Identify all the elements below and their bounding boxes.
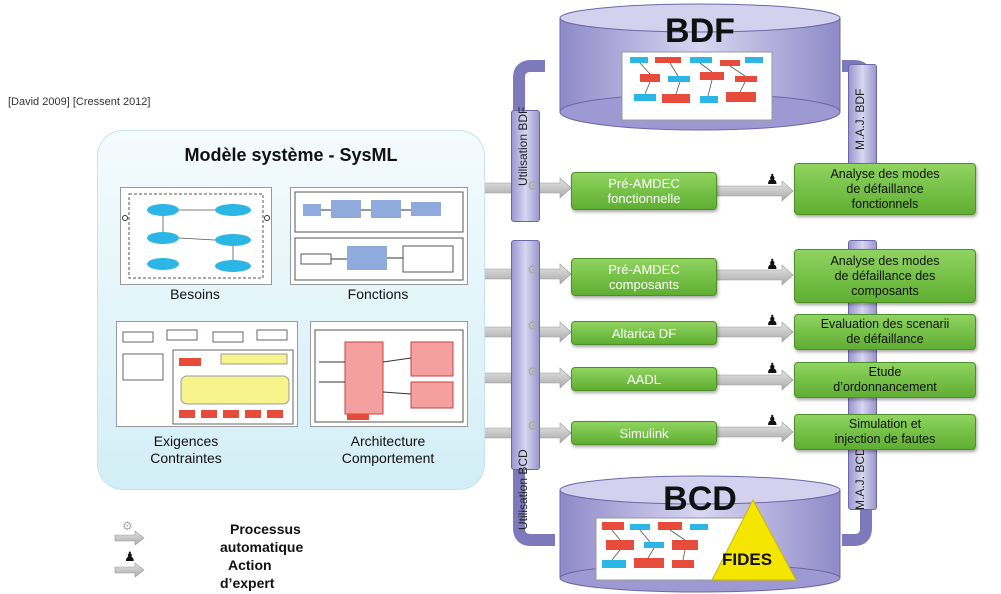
- use-bcd-label: Utilisation BCD: [516, 449, 530, 530]
- analysis-label: Analyse des modes: [830, 253, 940, 268]
- gear-icon: ⚙: [527, 418, 539, 433]
- arrow-use-bcd-curve: [513, 470, 555, 546]
- maj-bcd-label: M.A.J. BCD: [853, 447, 867, 510]
- analysis-label: injection de fautes: [834, 432, 936, 446]
- besoins-diagram: [120, 187, 272, 285]
- bdf-title: BDF: [665, 12, 735, 50]
- expert-icon: ♟: [766, 256, 779, 272]
- analysis-label: de défaillance: [846, 181, 924, 196]
- gear-icon: ⚙: [527, 178, 539, 193]
- tool-label: Pré-AMDEC: [608, 176, 680, 191]
- analysis-label: Evaluation des scenarii: [820, 317, 950, 331]
- exigences-caption: Exigences Contraintes: [116, 433, 256, 467]
- architecture-caption-line2: Comportement: [341, 450, 435, 466]
- besoins-caption: Besoins: [170, 286, 220, 302]
- legend-expert-line2: d’expert: [220, 575, 275, 591]
- analysis-label: Analyse des modes: [830, 166, 940, 181]
- tool-label: Pré-AMDEC: [608, 262, 680, 277]
- fides-label: FIDES: [722, 550, 773, 569]
- gear-icon: ⚙: [527, 262, 539, 277]
- gear-icon: ⚙: [527, 318, 539, 333]
- legend-expert-icon: ♟: [124, 549, 136, 564]
- analysis-label: de défaillance des: [834, 268, 936, 283]
- maj-bdf-bar: [848, 64, 877, 166]
- tool-simulink: Simulink: [571, 421, 717, 445]
- expert-icon: ♟: [766, 360, 779, 376]
- analysis-label: fonctionnels: [851, 196, 919, 211]
- legend-expert-line1: Action: [228, 557, 272, 573]
- use-bdf-label: Utilisation BDF: [516, 106, 530, 186]
- fonctions-diagram: [290, 187, 468, 285]
- arrow-use-bdf-curve: [513, 60, 545, 190]
- use-bcd-bar: [511, 240, 540, 470]
- legend-auto-line2: automatique: [220, 539, 304, 555]
- maj-bdf-label: M.A.J. BDF: [853, 88, 867, 150]
- use-bdf-bar: [511, 110, 540, 222]
- expert-icon: ♟: [766, 312, 779, 328]
- tool-altarica-df: Altarica DF: [571, 321, 717, 345]
- legend-arrows: [114, 530, 145, 578]
- legend-gear-icon: ⚙: [122, 519, 133, 533]
- architecture-caption-line1: Architecture: [350, 433, 426, 449]
- analysis-label: Simulation et: [848, 417, 922, 431]
- analysis-label: Etude: [868, 365, 902, 379]
- analysis-label: composants: [851, 283, 919, 298]
- tool-label: Simulink: [619, 425, 669, 441]
- sysml-title: Modèle système - SysML: [184, 145, 398, 165]
- expert-icon: ♟: [766, 171, 779, 187]
- tool-label: Altarica DF: [611, 325, 677, 341]
- tool-label: composants: [608, 277, 680, 292]
- legend-auto-line1: Processus: [230, 521, 301, 537]
- analysis-label: de défaillance: [846, 332, 924, 346]
- gear-icon: ⚙: [527, 364, 539, 379]
- tool-label: AADL: [627, 371, 661, 387]
- citation: [David 2009] [Cressent 2012]: [8, 96, 151, 108]
- exigences-caption-line2: Contraintes: [150, 450, 222, 466]
- fides-triangle: [711, 498, 797, 581]
- exigences-caption-line1: Exigences: [153, 433, 219, 449]
- expert-icon: ♟: [766, 412, 779, 428]
- fonctions-caption: Fonctions: [347, 286, 409, 302]
- architecture-diagram: [310, 321, 468, 427]
- arrow-maj-bcd-curve: [842, 470, 872, 546]
- architecture-caption: Architecture Comportement: [310, 433, 466, 467]
- tool-aadl: AADL: [571, 367, 717, 391]
- bdf-thumbnail: [621, 51, 773, 121]
- arrows-to-analyses: [715, 180, 794, 443]
- exigences-diagram: [116, 321, 298, 427]
- sysml-model-panel: Modèle système - SysML Besoins Fonctions: [97, 130, 485, 490]
- analysis-label: d’ordonnancement: [833, 380, 937, 394]
- tool-label: fonctionnelle: [607, 191, 681, 206]
- bcd-title: BCD: [663, 480, 737, 518]
